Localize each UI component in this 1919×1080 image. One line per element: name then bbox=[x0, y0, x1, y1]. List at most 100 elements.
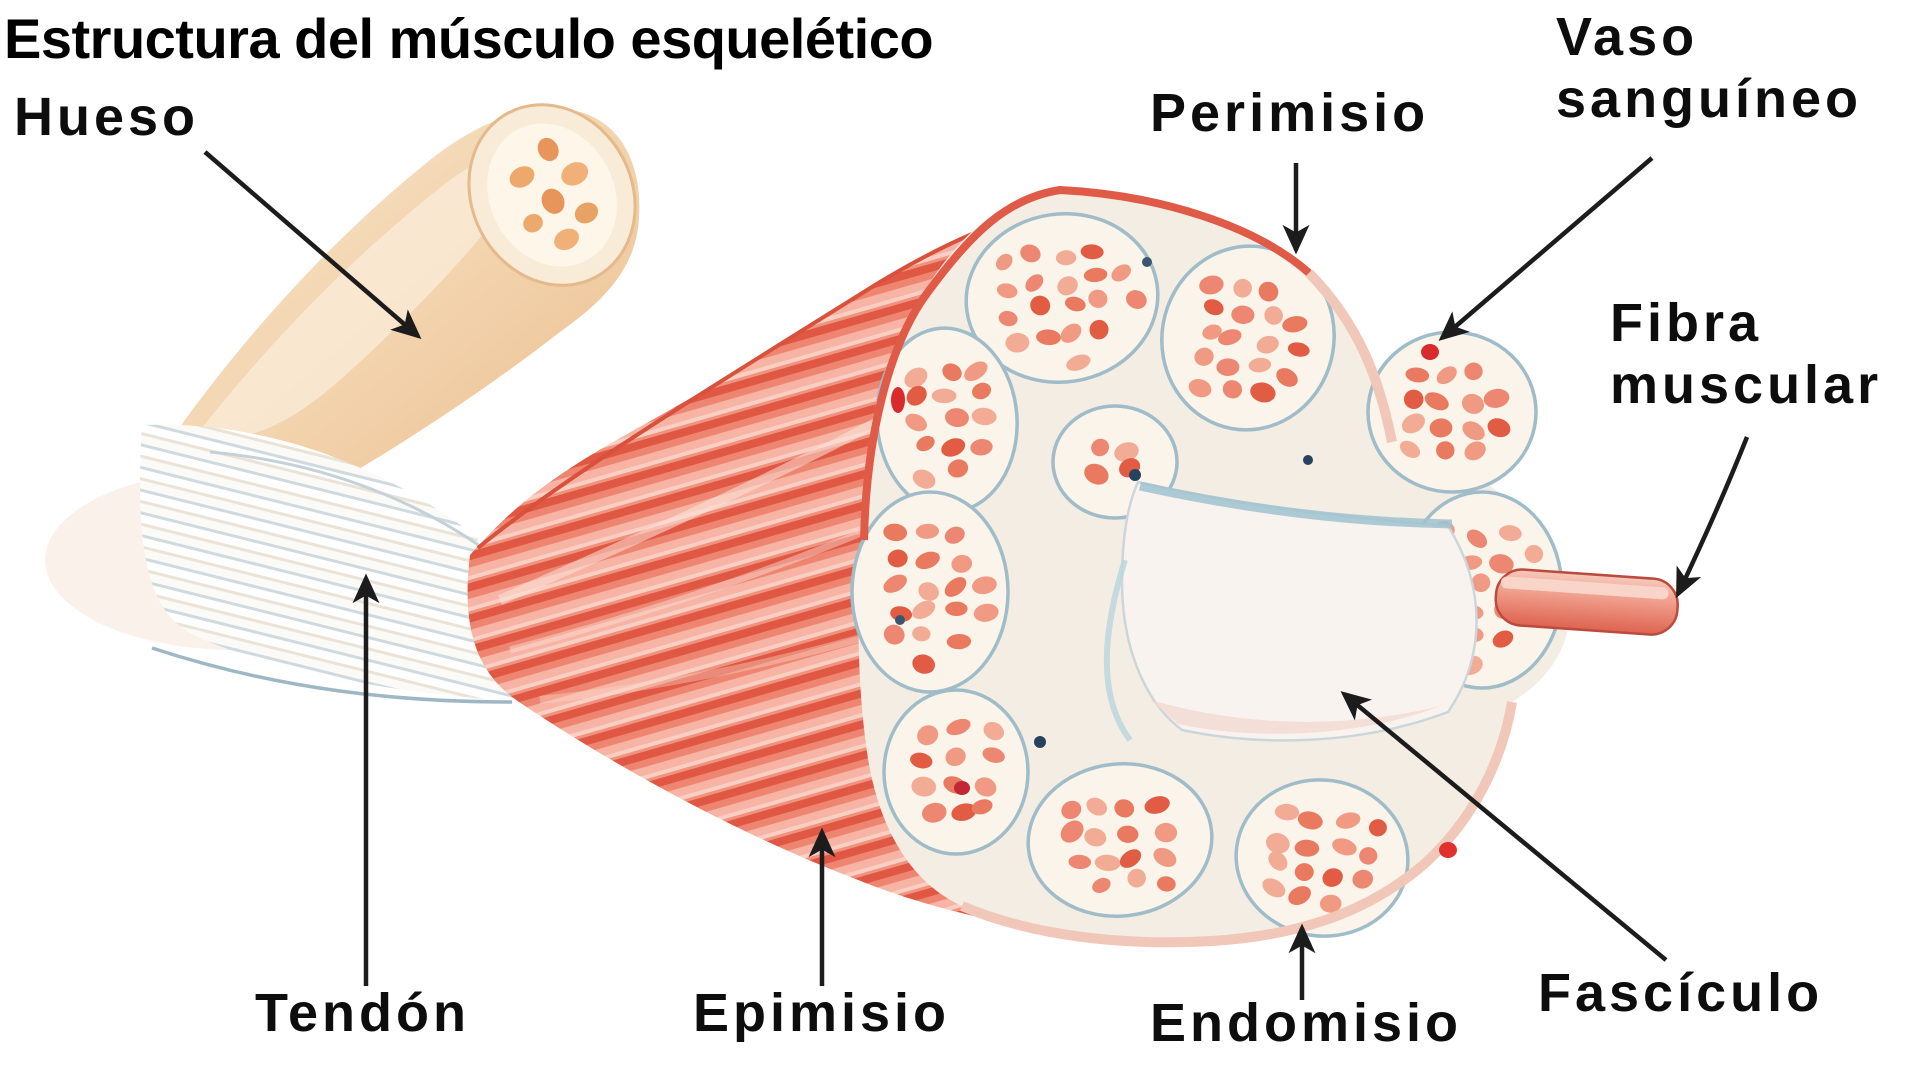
muscle-fiber-dot bbox=[1222, 380, 1243, 399]
muscle-fiber-dot bbox=[1127, 868, 1146, 888]
muscle-fiber bbox=[1494, 568, 1679, 636]
muscle-fiber-dot bbox=[1084, 828, 1107, 847]
fascicle bbox=[1160, 244, 1336, 432]
muscle-fiber-dot bbox=[1297, 811, 1323, 830]
muscle-fiber-dot bbox=[946, 718, 971, 736]
muscle-fiber-dot bbox=[1405, 367, 1430, 383]
label-fibra-muscular: Fibra muscular bbox=[1610, 293, 1883, 416]
muscle-fiber-dot bbox=[905, 413, 928, 432]
muscle-fiber-dot bbox=[1084, 463, 1109, 485]
muscle-fiber-dot bbox=[1436, 366, 1457, 385]
muscle-fiber-dot bbox=[1250, 382, 1276, 403]
perimysium-septum bbox=[1139, 481, 1453, 529]
bone-cut-face bbox=[467, 103, 637, 287]
muscle-fiber-dot bbox=[982, 747, 1005, 763]
muscle-fiber-dot bbox=[942, 363, 962, 382]
muscle-fiber-dot bbox=[995, 253, 1013, 271]
perimysium-septum-2 bbox=[1103, 559, 1133, 742]
blood-vessel-dot bbox=[1439, 842, 1457, 858]
muscle-fiber-dot bbox=[1094, 854, 1121, 871]
fascicle bbox=[875, 326, 1019, 514]
label-fasciculo: Fascículo bbox=[1538, 963, 1824, 1023]
fasciculo-arrow bbox=[1340, 691, 1668, 962]
muscle-fiber-dot bbox=[921, 802, 947, 823]
muscle-fiber-dot bbox=[1424, 392, 1449, 411]
muscle-fiber-dot bbox=[1464, 362, 1483, 381]
muscle-fiber-dot bbox=[1188, 378, 1212, 398]
muscle-fiber-dot bbox=[1287, 342, 1310, 357]
socket-shade bbox=[1150, 700, 1440, 734]
muscle-fiber-dot bbox=[931, 388, 957, 404]
fascicle bbox=[850, 490, 1010, 694]
muscle-fiber-dot bbox=[1489, 554, 1514, 574]
tendon-illustration bbox=[140, 424, 525, 704]
muscle-fiber-dot bbox=[1066, 354, 1091, 371]
muscle-fiber-dot bbox=[1471, 573, 1491, 593]
muscle-fiber-dot bbox=[996, 283, 1018, 299]
muscle-fiber-dot bbox=[1156, 876, 1176, 892]
muscle-fiber-dot bbox=[1083, 267, 1108, 283]
muscle-fiber-dot bbox=[1119, 849, 1142, 868]
muscle-fiber-dot bbox=[945, 747, 966, 767]
septum-junction-dot bbox=[1142, 257, 1152, 267]
muscle-fiber-dot bbox=[1256, 335, 1279, 354]
label-tendon: Tendón bbox=[255, 983, 470, 1043]
tendon-body bbox=[140, 424, 525, 702]
diagram-title: Estructura del músculo esquelético bbox=[4, 7, 934, 70]
muscle-fiber-dot bbox=[1262, 878, 1286, 898]
label-endomisio: Endomisio bbox=[1150, 993, 1463, 1053]
muscle-fiber-dot bbox=[1368, 819, 1387, 837]
muscle-fiber-dot bbox=[1218, 329, 1242, 346]
muscle-fiber-dot bbox=[1114, 799, 1135, 818]
muscle-fiber-dot bbox=[1030, 295, 1051, 316]
muscle-fiber-dot bbox=[1055, 250, 1077, 266]
muscle-fiber-dot bbox=[1319, 894, 1342, 913]
blood-vessel-dot bbox=[891, 387, 905, 413]
fascicle bbox=[1026, 762, 1214, 918]
fascicle bbox=[882, 688, 1030, 856]
muscle-fiber-dot bbox=[1036, 329, 1061, 346]
septum-junction-dot bbox=[1034, 736, 1046, 748]
blood-vessel-dot bbox=[954, 781, 970, 795]
muscle-fiber-dot bbox=[1060, 820, 1084, 843]
muscle-fiber-dot bbox=[944, 577, 967, 597]
label-perimisio: Perimisio bbox=[1150, 83, 1430, 143]
muscle-fiber-dot bbox=[1126, 290, 1147, 309]
muscle-fiber-dot bbox=[1265, 833, 1290, 854]
muscle-cross-section bbox=[850, 185, 1570, 948]
muscle-fiber-dot bbox=[1194, 347, 1214, 366]
muscle-fiber-dot bbox=[1401, 413, 1425, 434]
muscle-fiber-dot bbox=[971, 799, 993, 815]
muscle-fiber-dot bbox=[1282, 316, 1308, 333]
muscle-fiber-dot bbox=[1268, 851, 1288, 871]
muscle-fiber-dot bbox=[1499, 525, 1522, 542]
muscle-fiber-dot bbox=[1092, 877, 1111, 893]
muscle-fiber-dot bbox=[1248, 357, 1272, 373]
muscle-fiber-dot bbox=[1483, 388, 1510, 408]
muscle-fiber-dot bbox=[887, 549, 908, 568]
muscle-fiber-dot bbox=[912, 469, 936, 489]
muscle-fiber-dot bbox=[1359, 847, 1378, 865]
muscle-fiber-dot bbox=[1462, 421, 1485, 441]
muscle-fiber-dot bbox=[1216, 358, 1240, 376]
fibra-muscular-arrow bbox=[1675, 436, 1750, 599]
muscle-fiber-dot bbox=[946, 633, 972, 650]
muscle-fiber-dot bbox=[912, 626, 931, 642]
tendon-lower-edge bbox=[151, 646, 513, 704]
epimysium-rim-red bbox=[860, 185, 1312, 541]
muscle-fiber-dot bbox=[1322, 868, 1343, 887]
muscle-fiber-dot bbox=[1294, 839, 1320, 857]
muscle-fiber-dot bbox=[983, 721, 1005, 741]
muscle-fiber-dot bbox=[1203, 299, 1224, 316]
muscle-fiber-dot bbox=[964, 361, 988, 382]
muscle-fiber-dot bbox=[1154, 822, 1178, 843]
muscle-fiber-dot bbox=[910, 752, 933, 769]
muscle-fiber-dot bbox=[915, 551, 940, 570]
muscle-fiber-dot bbox=[1274, 803, 1300, 821]
muscle-fiber-dot bbox=[915, 523, 940, 539]
muscle-fiber-dot bbox=[1086, 797, 1107, 816]
muscle-fiber-dot bbox=[1487, 418, 1511, 438]
muscle-fiber-dot bbox=[971, 407, 997, 426]
muscle-fiber-dot bbox=[944, 526, 965, 544]
